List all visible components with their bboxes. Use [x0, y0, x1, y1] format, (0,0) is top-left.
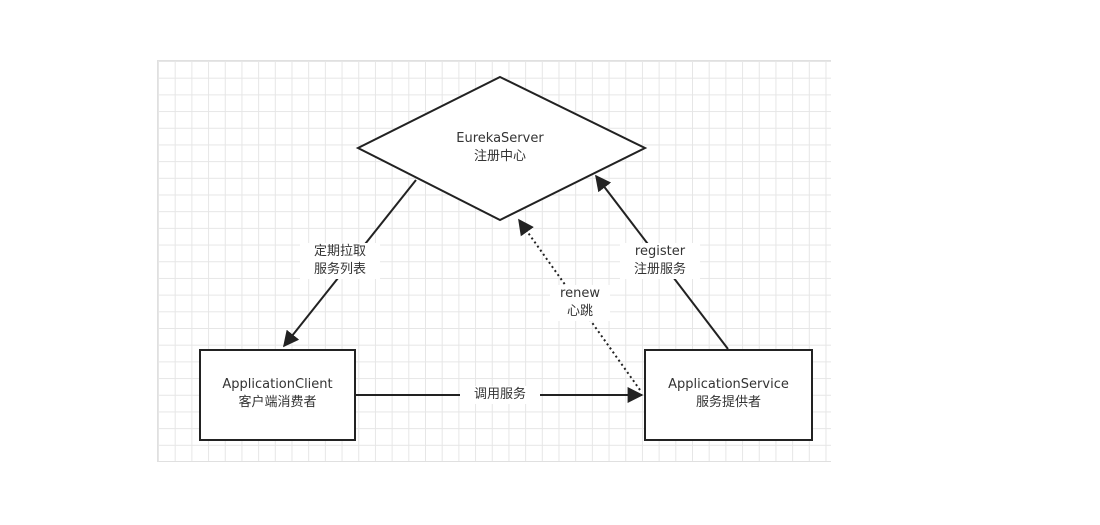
- application-service-box[interactable]: [644, 349, 813, 441]
- node-subtitle: 注册中心: [473, 149, 526, 164]
- eureka-server-diamond[interactable]: [355, 75, 648, 222]
- edge-label-line: 心跳: [550, 303, 610, 321]
- node-subtitle: 服务提供者: [695, 395, 761, 410]
- register-edge-label: register 注册服务: [620, 243, 700, 279]
- application-service-label: ApplicationService 服务提供者: [645, 376, 812, 412]
- edge-label-line: 注册服务: [620, 261, 700, 279]
- edge-label-line: renew: [550, 285, 610, 303]
- node-title: EurekaServer: [456, 131, 544, 146]
- edge-label-line: 服务列表: [300, 261, 380, 279]
- renew-edge-label: renew 心跳: [550, 285, 610, 321]
- application-client-label: ApplicationClient 客户端消费者: [200, 376, 355, 412]
- fetch-edge-label: 定期拉取 服务列表: [300, 243, 380, 279]
- edge-label-line: 定期拉取: [300, 243, 380, 261]
- node-title: ApplicationService: [668, 377, 789, 392]
- node-subtitle: 客户端消费者: [238, 395, 317, 410]
- node-title: ApplicationClient: [222, 377, 333, 392]
- edge-label-line: register: [620, 243, 700, 261]
- eureka-server-label: EurekaServer 注册中心: [440, 130, 560, 166]
- invoke-edge-label: 调用服务: [460, 386, 540, 404]
- edge-label-line: 调用服务: [460, 386, 540, 404]
